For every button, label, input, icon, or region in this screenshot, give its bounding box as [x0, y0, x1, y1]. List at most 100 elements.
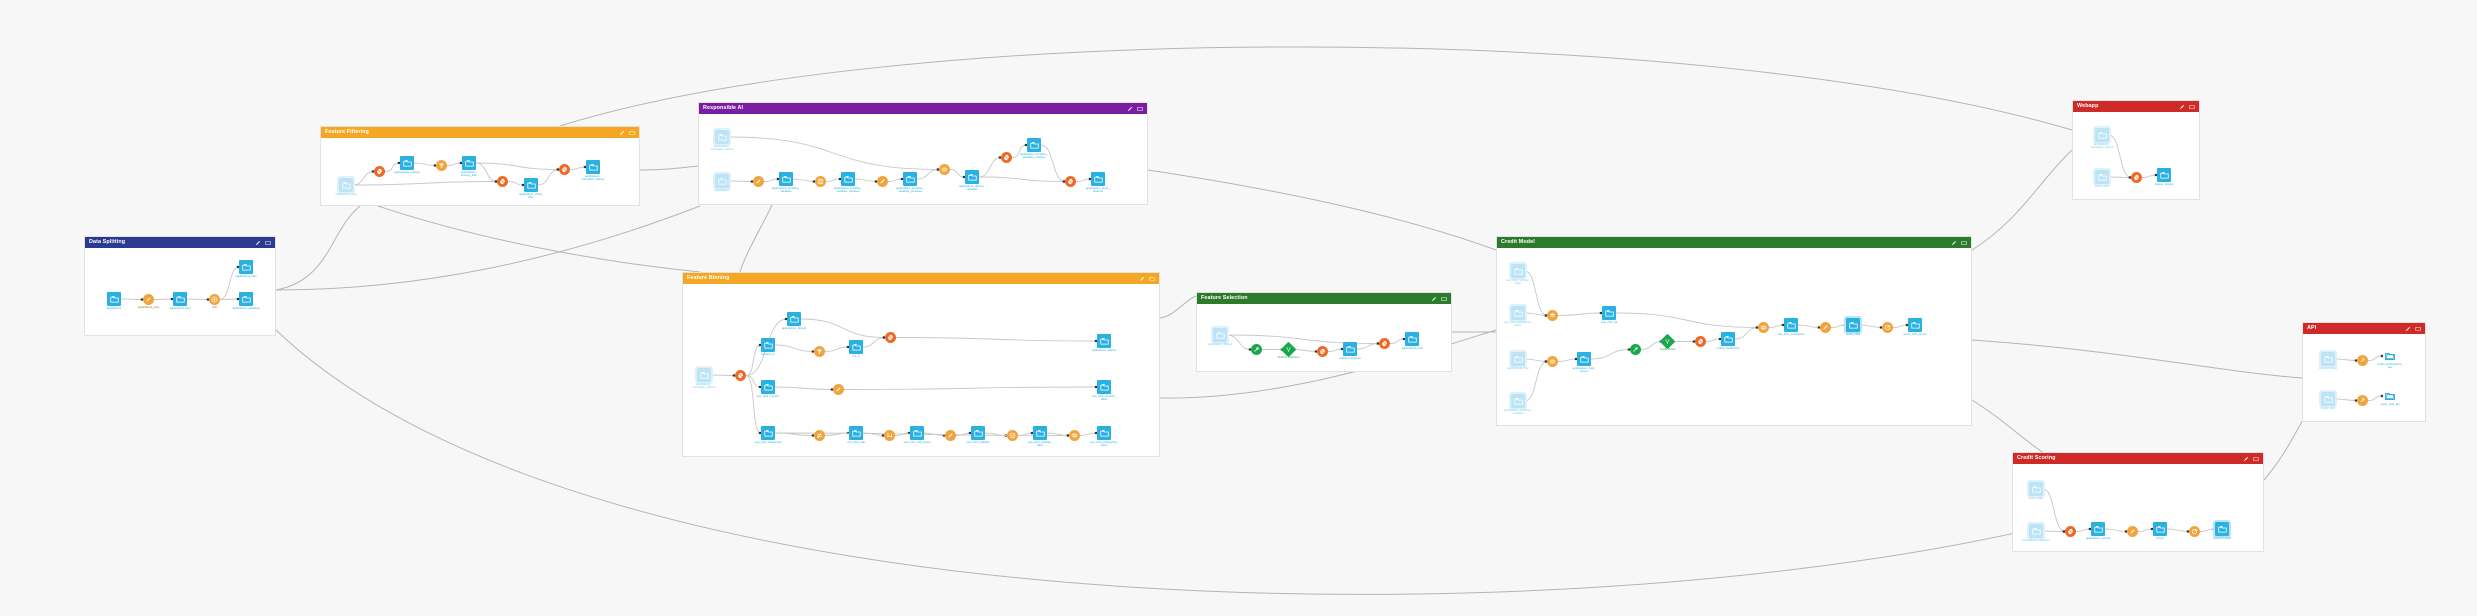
- flow-node-fb_join_cat[interactable]: [1069, 430, 1080, 441]
- zone-header[interactable]: Feature Selection: [1197, 293, 1451, 304]
- flow-node-fb_woe_bins_categorical[interactable]: woe_bins_categorical: [755, 426, 781, 444]
- flow-node-api_scores_binned[interactable]: scores_binned: [2319, 350, 2337, 370]
- flow-node-fb_split[interactable]: [735, 370, 746, 381]
- flow-node-api_score_card[interactable]: score_card: [2319, 390, 2337, 410]
- zone-header[interactable]: Webapp: [2073, 101, 2199, 112]
- flow-node-fs_py[interactable]: [1317, 346, 1328, 357]
- flow-node-ra_prep2[interactable]: [877, 176, 888, 187]
- flow-node-fb_prep_cat[interactable]: [945, 430, 956, 441]
- flow-node-fb_sync[interactable]: [1007, 430, 1018, 441]
- flow-node-fb_woe_bins_editable_label[interactable]: woe_bins_editable_ label: [1028, 426, 1052, 447]
- maximize-icon[interactable]: [265, 240, 271, 246]
- flow-node-wa_app_corr_filtered[interactable]: applications_ correlation_filtered: [2091, 126, 2113, 149]
- pencil-icon[interactable]: [1431, 296, 1437, 302]
- flow-node-fs_applications_filtered[interactable]: applications_filtered: [1208, 326, 1232, 346]
- zone-header[interactable]: Feature Binning: [683, 273, 1159, 284]
- flow-node-fs_py2[interactable]: [1379, 338, 1390, 349]
- flow-node-ff_applications_trivial_filter[interactable]: applications_trivial_ filter: [519, 178, 543, 199]
- flow-node-ra_app_proxy_analysis[interactable]: applications_proxy_ analysis: [1086, 172, 1110, 193]
- flow-zone-credit-model[interactable]: Credit Model woe_bins_numeric_ clean woe_b…: [1496, 236, 1972, 426]
- flow-node-fb_py_join[interactable]: [885, 332, 896, 343]
- flow-node-fs_model[interactable]: Feature Selection: [1278, 341, 1299, 359]
- pencil-icon[interactable]: [619, 130, 625, 136]
- flow-node-ff_filter1[interactable]: [436, 160, 447, 171]
- flow-node-cs_pivot[interactable]: [2189, 526, 2200, 537]
- flow-node-ff_py2[interactable]: [497, 176, 508, 187]
- flow-node-ff_py1[interactable]: [374, 166, 385, 177]
- flow-node-api_score_card_api[interactable]: score_card_api: [2381, 390, 2399, 406]
- zone-header[interactable]: Credit Scoring: [2013, 453, 2263, 464]
- flow-node-cm_stack[interactable]: [1547, 310, 1558, 321]
- zone-actions[interactable]: [1127, 106, 1143, 112]
- flow-node-ff_applications_train[interactable]: applications_train: [335, 176, 357, 196]
- flow-node-cm_woe_bins_coefficients[interactable]: woe_bins_coefficients: [1778, 318, 1804, 336]
- flow-node-fb_woe_bins_edit_sorted[interactable]: woe_bins_edit_sorted: [904, 426, 930, 444]
- flow-node-fb_top_iv[interactable]: top_iv: [849, 340, 863, 358]
- flow-node-cm_woe_num_clean[interactable]: woe_bins_numeric_ clean: [1506, 262, 1530, 285]
- flow-node-fs_applications_final[interactable]: applications_final: [1401, 332, 1423, 350]
- flow-node-cs_applications_scored[interactable]: applications_scored: [2086, 522, 2110, 540]
- flow-node-ds_applications_validation[interactable]: applications_validation: [232, 292, 260, 310]
- maximize-icon[interactable]: [1149, 276, 1155, 282]
- maximize-icon[interactable]: [2253, 456, 2259, 462]
- flow-node-cm_applications_final_joined[interactable]: applications_final_ joined: [1573, 352, 1595, 373]
- flow-node-fb_woe_bins_numeric[interactable]: woe_bins_numeric: [756, 380, 780, 398]
- pencil-icon[interactable]: [1127, 106, 1133, 112]
- flow-node-ra_join1[interactable]: [939, 164, 950, 175]
- zone-actions[interactable]: [619, 130, 635, 136]
- flow-node-cm_score_card[interactable]: score_card: [1844, 316, 1862, 336]
- flow-node-cm_score_card_simple[interactable]: score_card_simple: [1903, 318, 1927, 336]
- zone-header[interactable]: Responsible AI: [699, 103, 1147, 114]
- flow-node-ra_prep1[interactable]: [753, 176, 764, 187]
- flow-node-cm_applications_final[interactable]: applications_final: [1507, 350, 1529, 370]
- zone-header[interactable]: Data Splitting: [85, 237, 275, 248]
- flow-zone-webapp[interactable]: Webapp applications_ correlation_filtered…: [2072, 100, 2200, 200]
- flow-node-ra_app_sensitive_variables[interactable]: applications_sensitive_ variables: [772, 172, 800, 193]
- pencil-icon[interactable]: [1139, 276, 1145, 282]
- pencil-icon[interactable]: [2179, 104, 2185, 110]
- flow-node-ra_app_corr_filtered[interactable]: applications_ correlation_filtered: [711, 128, 733, 151]
- maximize-icon[interactable]: [1137, 106, 1143, 112]
- maximize-icon[interactable]: [1441, 296, 1447, 302]
- flow-node-ds_split[interactable]: split: [209, 294, 220, 309]
- flow-node-api_recipe2[interactable]: [2357, 395, 2368, 406]
- flow-node-wa_py[interactable]: [2131, 172, 2142, 183]
- flow-node-fb_woe_bins_categorical_clean[interactable]: woe_bins_categorical_ clean: [1090, 426, 1118, 447]
- flow-node-fb_woe_bins_numeric_clean[interactable]: woe_bins_numeric_ clean: [1092, 380, 1116, 401]
- flow-node-fb_woe_bins_editable[interactable]: woe_bins_editable: [967, 426, 989, 444]
- flow-node-ra_window[interactable]: [815, 176, 826, 187]
- pencil-icon[interactable]: [2405, 326, 2411, 332]
- pencil-icon[interactable]: [1951, 240, 1957, 246]
- flow-node-cm_woe_cat_clean[interactable]: woe_bins_categorical_ clean: [1504, 304, 1532, 327]
- flow-node-ra_app_sensitive_analysis[interactable]: applications_sensitive_ variables_analys…: [1020, 138, 1048, 159]
- flow-node-cs_scores[interactable]: scores: [2153, 522, 2167, 540]
- pencil-icon[interactable]: [2243, 456, 2249, 462]
- flow-node-cs_applications_validation[interactable]: applications_validation: [2022, 522, 2050, 542]
- flow-node-cm_join[interactable]: [1547, 356, 1558, 367]
- maximize-icon[interactable]: [629, 130, 635, 136]
- flow-node-api_recipe1[interactable]: [2357, 355, 2368, 366]
- flow-node-wa_score_card[interactable]: score_card: [2093, 168, 2111, 188]
- zone-header[interactable]: Feature Filtering: [321, 127, 639, 138]
- flow-node-cm_model[interactable]: Credit Model: [1660, 333, 1675, 351]
- flow-node-api_model_performance[interactable]: model_performance_ api: [2377, 350, 2403, 369]
- flow-node-ra_applications[interactable]: applications: [713, 172, 731, 192]
- flow-node-cs_py[interactable]: [2065, 526, 2076, 537]
- flow-node-fb_sort[interactable]: [884, 430, 895, 441]
- flow-zone-api[interactable]: API scores_binned model_performance_ api sc…: [2302, 322, 2426, 422]
- flow-node-ra_app_sensitive_prepared[interactable]: applications_sensitive_ variables_prepar…: [896, 172, 924, 193]
- flow-node-cm_model_coefficients[interactable]: model_coefficients: [1717, 332, 1739, 350]
- zone-header[interactable]: API: [2303, 323, 2425, 334]
- flow-node-ff_applications_correlation_filtered[interactable]: applications_ correlation_filtered: [582, 160, 604, 181]
- flow-node-fb_prep_num[interactable]: [833, 384, 844, 395]
- flow-node-cs_scores_binned[interactable]: scores_binned: [2213, 520, 2231, 540]
- flow-node-fb_neq[interactable]: [814, 430, 825, 441]
- flow-node-ra_app_filtered_variables[interactable]: applications_filtered_ variables: [959, 170, 985, 191]
- maximize-icon[interactable]: [2415, 326, 2421, 332]
- flow-node-fb_app_binned[interactable]: applications_binned: [782, 312, 806, 330]
